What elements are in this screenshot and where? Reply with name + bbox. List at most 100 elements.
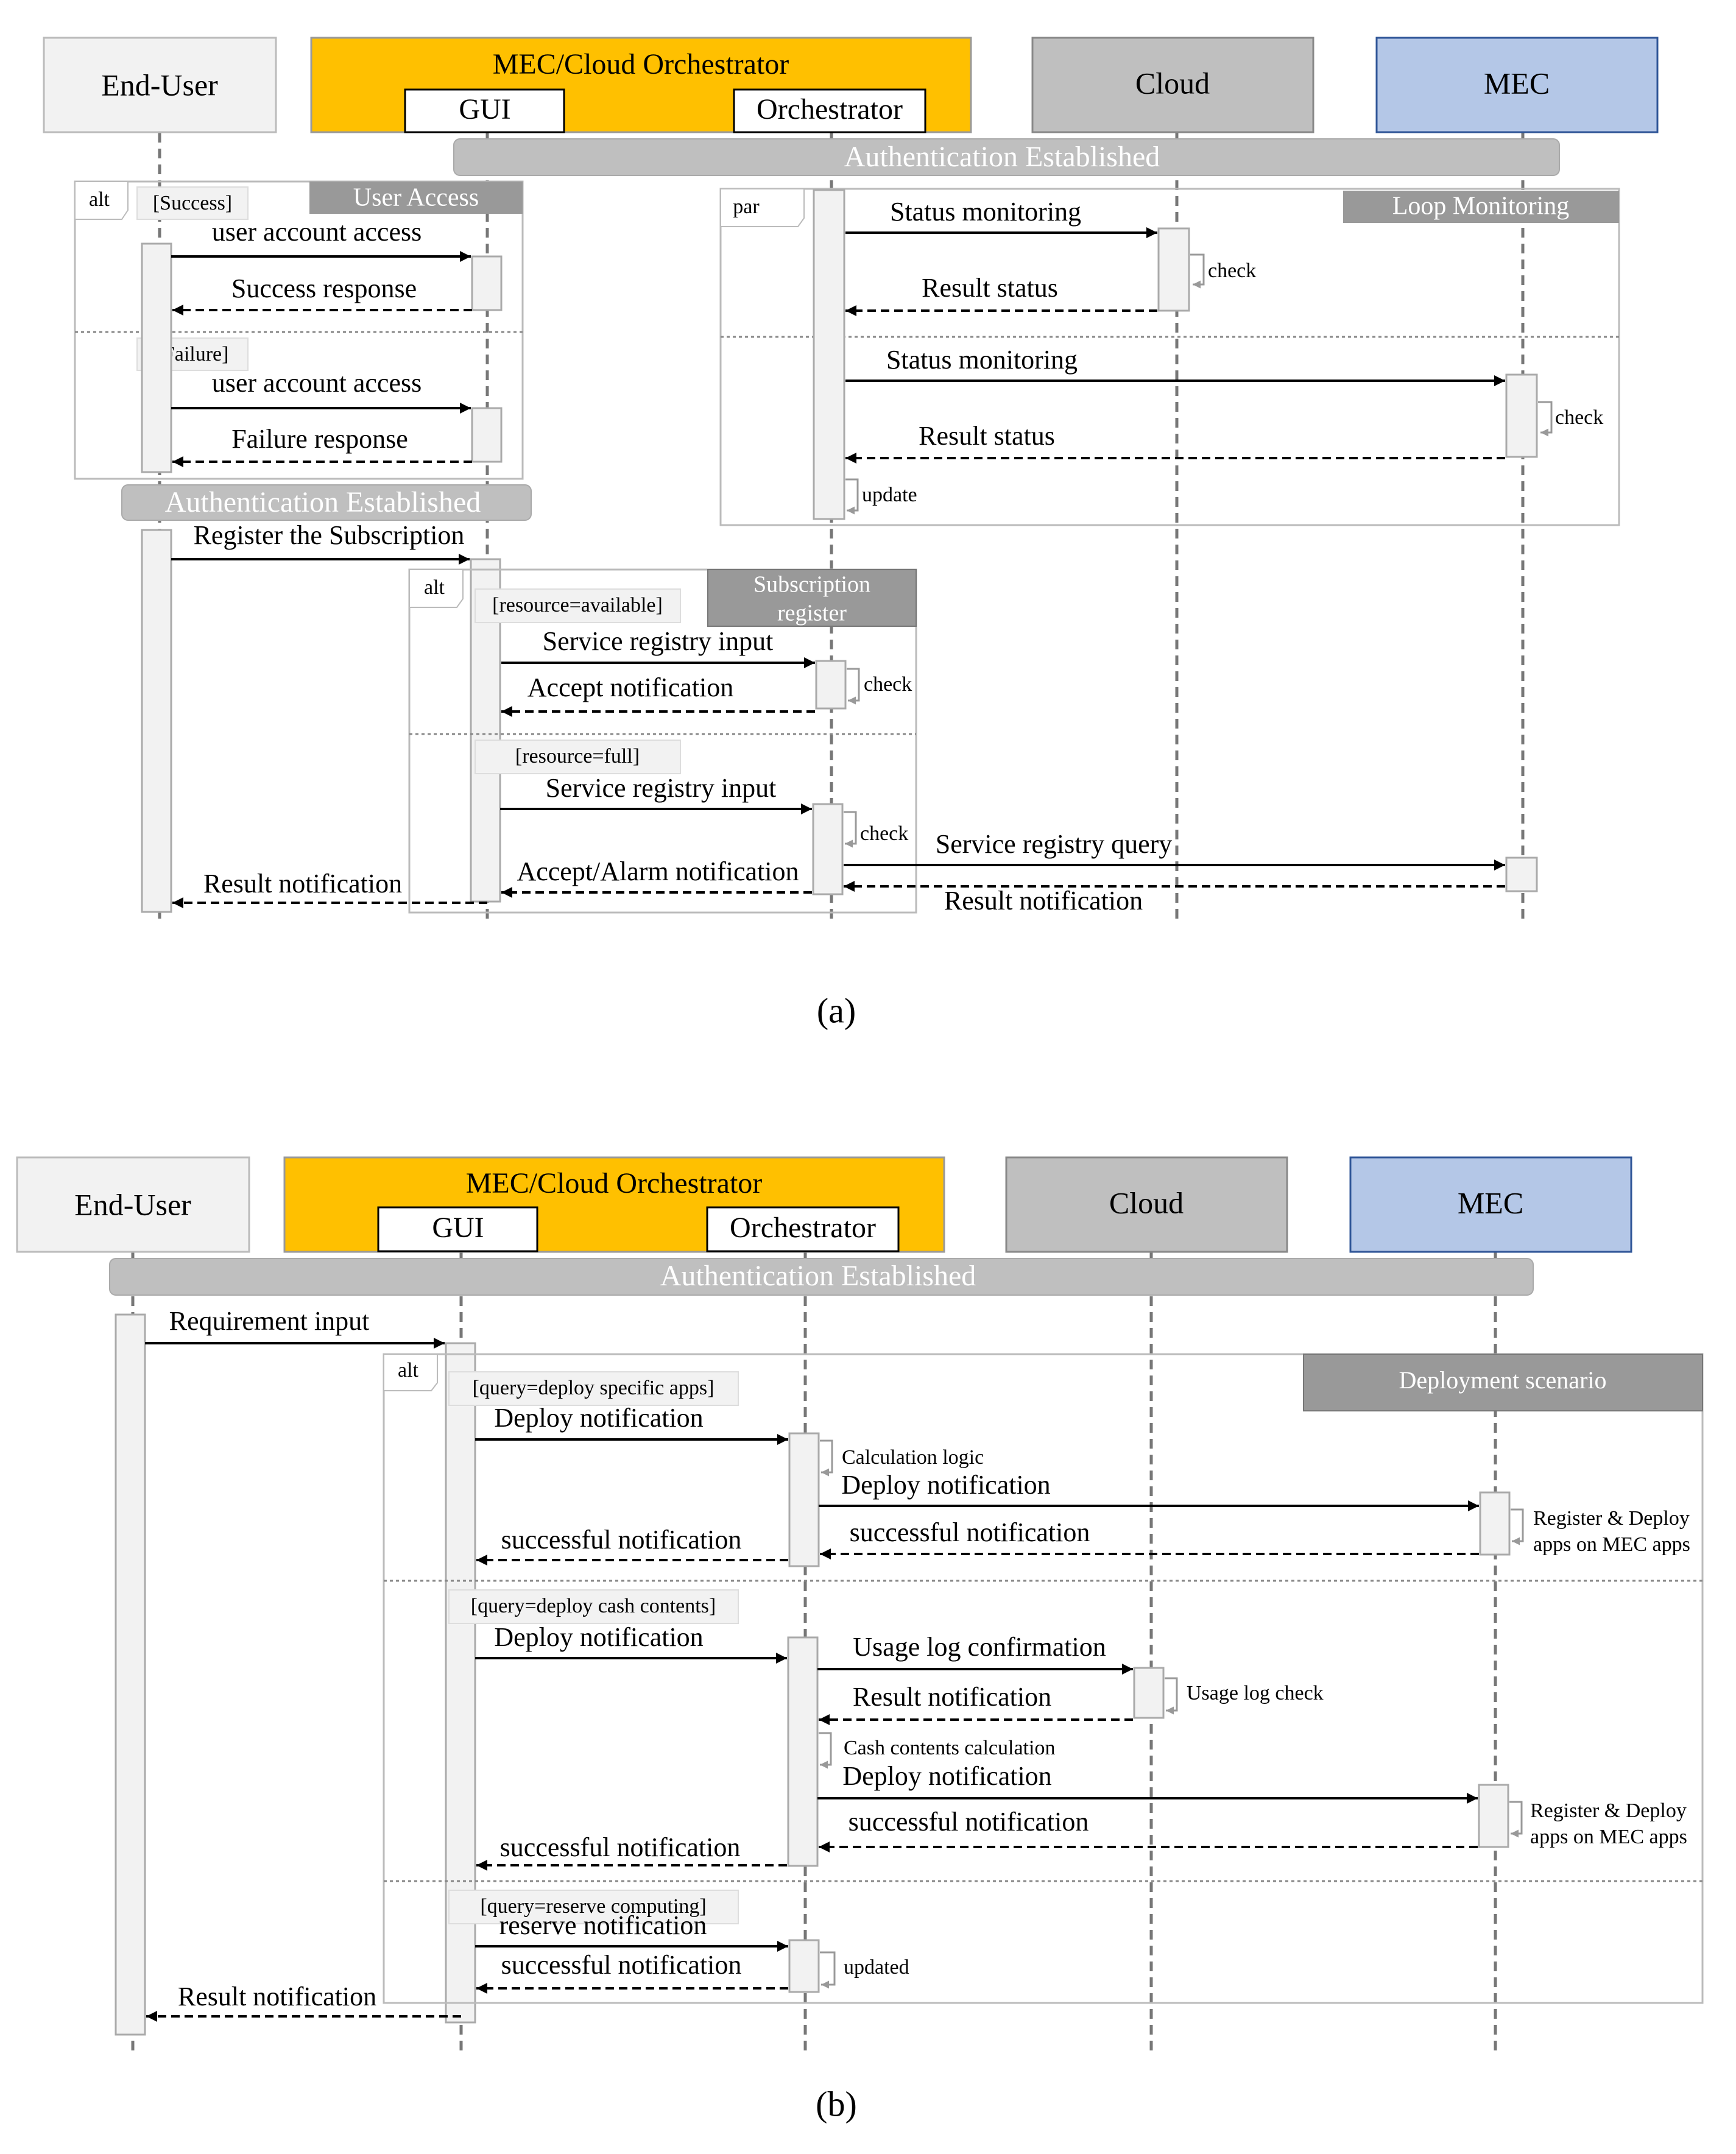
deployment-op-tab	[383, 1354, 438, 1391]
msg-accept-notification-label: Accept notification	[528, 673, 733, 702]
guard-resource-available-box	[475, 588, 681, 623]
self-cash-contents-calculation	[819, 1732, 832, 1769]
diagram-a: End-User MEC/Cloud Orchestrator GUI Orch…	[43, 37, 1659, 1030]
msg-deploy-notification-1-label: Deploy notification	[494, 1403, 703, 1433]
self-check-orchestrator-2	[844, 811, 857, 848]
caption-a: (a)	[817, 990, 856, 1030]
msg-deploy-notification-3-label: Deploy notification	[494, 1622, 703, 1652]
end-user-header-b	[16, 1156, 250, 1253]
gui-activation-1	[471, 255, 503, 311]
mec-header-b	[1349, 1156, 1632, 1253]
msg-deploy-notification-4-label: Deploy notification	[842, 1761, 1051, 1791]
end-user-activation-1	[141, 242, 172, 473]
user-access-title-box	[309, 182, 523, 214]
mec-label: MEC	[1484, 66, 1550, 100]
caption-b: (b)	[816, 2084, 857, 2124]
self-check-orchestrator-2-label: check	[860, 822, 908, 845]
self-update-orchestrator	[845, 478, 859, 515]
msg-result-notification-mec-label: Result notification	[944, 886, 1143, 916]
guard-deploy-cash: [query=deploy cash contents]	[471, 1595, 716, 1617]
mec-label-b: MEC	[1458, 1185, 1523, 1220]
orchestrator-label-b: Orchestrator	[730, 1212, 876, 1244]
self-updated-label: updated	[844, 1956, 909, 1979]
msg-result-notification-final-label: Result notification	[178, 1982, 376, 2011]
loop-monitoring-title: Loop Monitoring	[1392, 192, 1570, 221]
msg-result-status-1-label: Result status	[922, 273, 1058, 303]
mec-activation-b1	[1479, 1491, 1511, 1556]
self-check-cloud-label: check	[1208, 260, 1256, 282]
loop-monitoring-op-tab	[720, 188, 805, 227]
cloud-activation-b2	[1133, 1667, 1165, 1719]
msg-user-account-access-1-label: user account access	[212, 217, 422, 247]
gui-header	[404, 88, 565, 133]
self-cash-contents-calculation-label: Cash contents calculation	[844, 1737, 1055, 1759]
orchestrator-label: Orchestrator	[757, 93, 903, 125]
auth-established-left-label: Authentication Established	[165, 486, 481, 518]
subscription-frame	[408, 568, 917, 914]
self-check-mec	[1538, 401, 1553, 437]
self-check-mec-label: check	[1555, 406, 1603, 429]
msg-status-monitoring-2-label: Status monitoring	[886, 345, 1078, 375]
orchestrator-activation-3	[812, 803, 844, 895]
diagram-b: End-User MEC/Cloud Orchestrator GUI Orch…	[16, 1156, 1704, 2124]
gui-activation-2	[471, 407, 503, 463]
orchestrator-header-b	[706, 1206, 900, 1252]
gui-label-b: GUI	[432, 1212, 484, 1244]
cloud-header-b	[1005, 1156, 1288, 1253]
guard-resource-available: [resource=available]	[492, 594, 663, 616]
self-register-deploy-1-line2: apps on MEC apps	[1533, 1533, 1690, 1556]
auth-established-bar	[453, 138, 1560, 176]
deployment-title: Deployment scenario	[1399, 1366, 1607, 1394]
msg-successful-notification-gui-1-label: successful notification	[501, 1525, 742, 1555]
msg-register-subscription-label: Register the Subscription	[194, 520, 465, 550]
cloud-label-b: Cloud	[1109, 1185, 1184, 1220]
self-register-deploy-1	[1511, 1508, 1524, 1545]
end-user-label-b: End-User	[74, 1187, 191, 1221]
orchestrator-activation-2	[815, 660, 847, 710]
msg-failure-response-label: Failure response	[231, 424, 408, 454]
msg-user-account-access-2-label: user account access	[212, 368, 422, 398]
msg-accept-alarm-notification-label: Accept/Alarm notification	[517, 856, 799, 886]
loop-monitoring-op-label: par	[733, 196, 760, 218]
mec-activation-1	[1505, 373, 1538, 458]
self-register-deploy-2-line2: apps on MEC apps	[1530, 1826, 1687, 1848]
mec-header	[1375, 37, 1659, 133]
orchestrator-activation-b2	[787, 1636, 819, 1867]
msg-service-registry-query-label: Service registry query	[936, 829, 1173, 859]
guard-resource-full: [resource=full]	[515, 745, 640, 768]
loop-monitoring-frame	[719, 188, 1620, 526]
end-user-header	[43, 37, 277, 133]
gui-header-b	[377, 1206, 538, 1252]
msg-successful-notification-gui-3-label: successful notification	[501, 1950, 742, 1980]
self-update-orchestrator-label: update	[862, 484, 917, 506]
auth-established-label: Authentication Established	[844, 141, 1160, 173]
subscription-title-box	[707, 569, 917, 627]
cloud-activation-1	[1157, 227, 1190, 312]
subscription-op-tab	[409, 569, 464, 608]
subscription-title-line1: Subscription	[753, 572, 870, 598]
self-calculation-logic-label: Calculation logic	[842, 1446, 984, 1469]
self-register-deploy-1-line1: Register & Deploy	[1533, 1507, 1690, 1530]
end-user-label: End-User	[101, 68, 218, 102]
auth-established-left-bar	[121, 484, 532, 521]
msg-usage-log-confirmation-label: Usage log confirmation	[853, 1632, 1106, 1662]
guard-deploy-apps: [query=deploy specific apps]	[473, 1377, 715, 1399]
guard-reserve: [query=reserve computing]	[480, 1895, 706, 1918]
self-calculation-logic	[820, 1439, 833, 1477]
user-access-op-tab	[74, 181, 129, 220]
guard-success: [Success]	[153, 192, 232, 214]
end-user-activation-b	[115, 1313, 146, 2036]
deployment-op-label: alt	[398, 1359, 419, 1382]
self-check-orchestrator-1-label: check	[864, 673, 912, 696]
orchestrator-group-label-b: MEC/Cloud Orchestrator	[466, 1167, 763, 1199]
guard-resource-full-box	[475, 740, 681, 774]
msg-reserve-notification-label: reserve notification	[499, 1910, 707, 1940]
mec-activation-2	[1505, 856, 1538, 892]
msg-result-notification-cloud-label: Result notification	[853, 1682, 1051, 1712]
msg-successful-notification-mec-1-label: successful notification	[850, 1517, 1090, 1547]
guard-deploy-apps-box	[448, 1371, 739, 1406]
user-access-frame	[74, 180, 524, 480]
self-updated	[820, 1951, 836, 1989]
msg-requirement-input-label: Requirement input	[169, 1306, 370, 1336]
